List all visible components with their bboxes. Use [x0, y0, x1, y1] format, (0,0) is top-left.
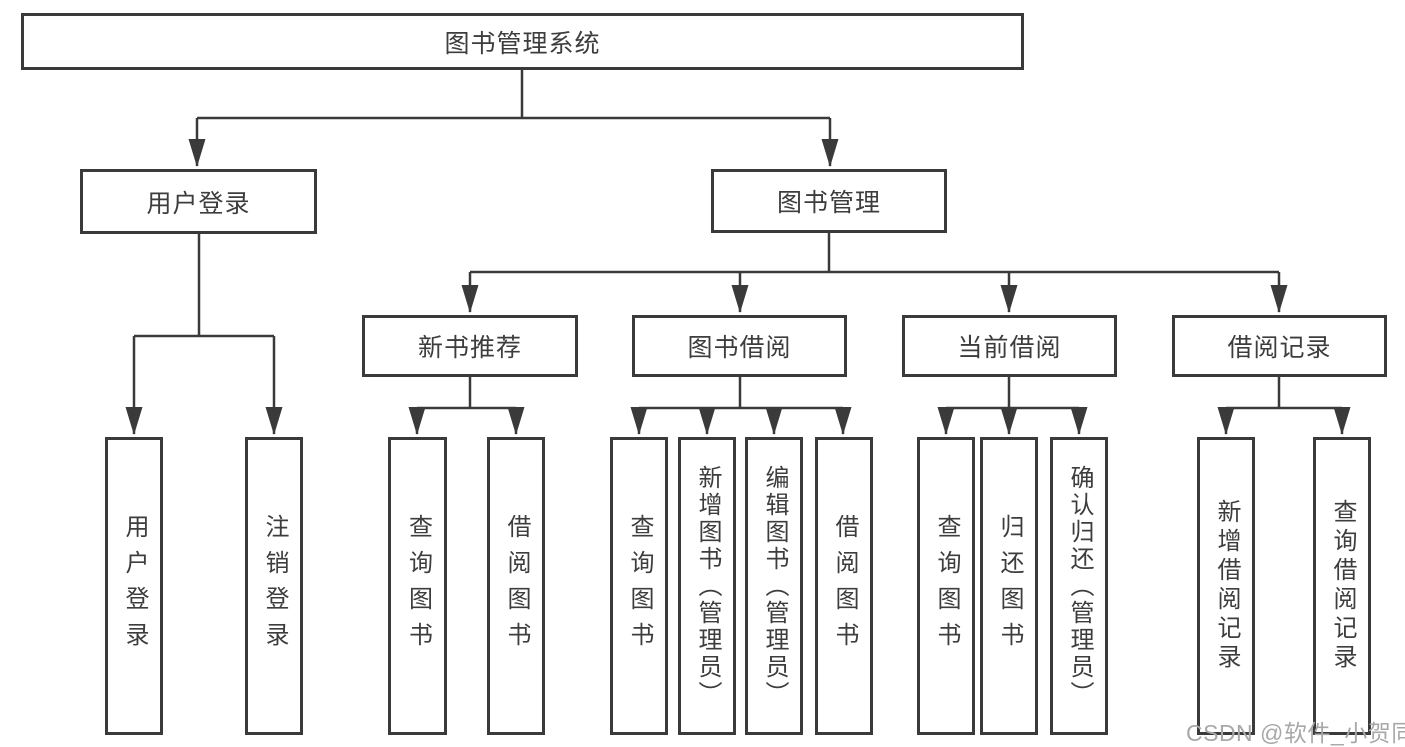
- node-borrow-records: 借阅记录: [1172, 315, 1387, 377]
- node-new-book-recommend: 新书推荐: [362, 315, 578, 377]
- leaf-user-login: 用户登录: [105, 437, 163, 735]
- node-library-system: 图书管理系统: [21, 13, 1024, 70]
- leaf-return-book: 归还图书: [980, 437, 1038, 735]
- csdn-watermark: CSDN @软件_小贺同学: [1186, 720, 1405, 746]
- leaf-query-book-current: 查询图书: [917, 437, 975, 735]
- node-book-management: 图书管理: [711, 169, 947, 233]
- leaf-query-borrow-record: 查询借阅记录: [1313, 437, 1371, 735]
- leaf-edit-book-admin: 编辑图书（管理员）: [745, 437, 803, 735]
- leaf-borrow-book-recommend: 借阅图书: [487, 437, 545, 735]
- leaf-add-book-admin: 新增图书（管理员）: [678, 437, 736, 735]
- node-current-borrow: 当前借阅: [902, 315, 1117, 377]
- leaf-add-borrow-record: 新增借阅记录: [1197, 437, 1255, 735]
- node-book-borrow: 图书借阅: [632, 315, 847, 377]
- leaf-borrow-book: 借阅图书: [815, 437, 873, 735]
- leaf-confirm-return-admin: 确认归还（管理员）: [1050, 437, 1108, 735]
- leaf-query-book-borrow: 查询图书: [610, 437, 668, 735]
- leaf-query-book-recommend: 查询图书: [388, 437, 447, 735]
- node-user-login: 用户登录: [80, 169, 317, 234]
- leaf-logout: 注销登录: [245, 437, 303, 735]
